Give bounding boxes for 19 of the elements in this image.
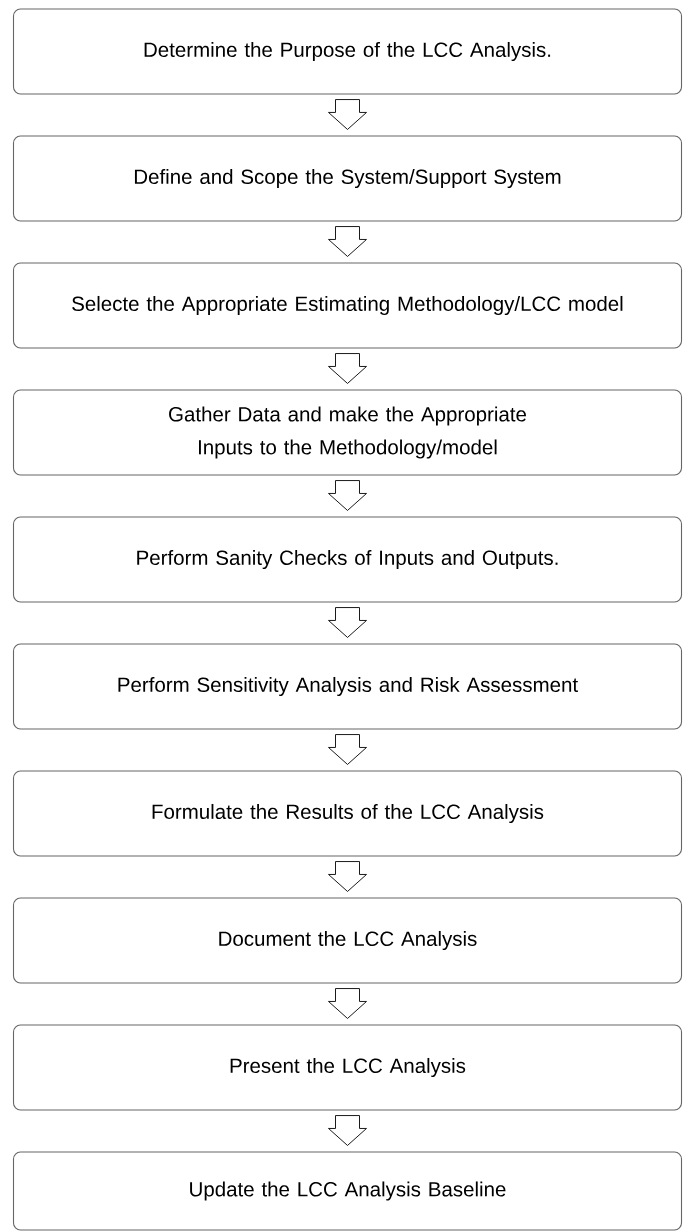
process-box: Determine the Purpose of the LCC Analysis. [12,8,683,95]
block-arrow [328,988,367,1019]
process-box: Gather Data and make the Appropriate Inputs to the Methodology/model [12,389,683,476]
block-arrow [328,861,367,892]
process-box: Formulate the Results of the LCC Analysis [12,770,683,857]
block-arrow [328,734,367,765]
block-arrow [328,480,367,511]
block-arrow [328,607,367,638]
block-arrow [328,226,367,257]
process-box: Document the LCC Analysis [12,897,683,984]
process-box: Perform Sanity Checks of Inputs and Outputs. [12,516,683,603]
process-box: Perform Sensitivity Analysis and Risk Assessment [12,643,683,730]
block-arrow [328,99,367,130]
block-arrow [328,1115,367,1146]
process-box: Define and Scope the System/Support System [12,135,683,222]
process-box: Selecte the Appropriate Estimating Methodology/LCC model [12,262,683,349]
block-arrow [328,353,367,384]
process-box: Update the LCC Analysis Baseline [12,1151,683,1231]
process-box: Present the LCC Analysis [12,1024,683,1111]
